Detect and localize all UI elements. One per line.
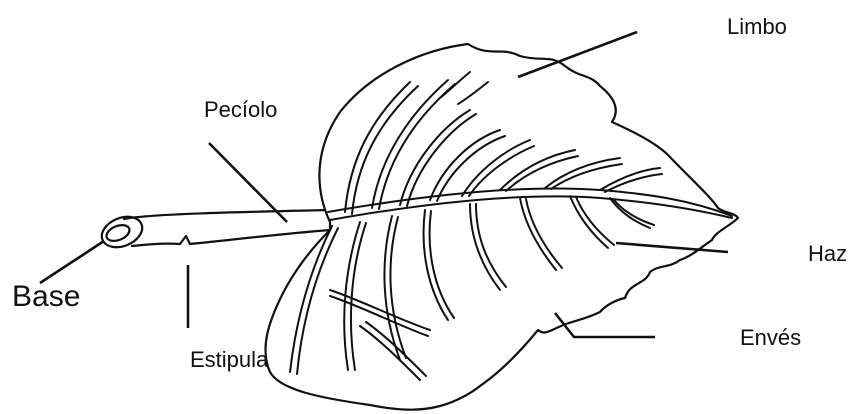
leader-peciolo: [209, 143, 287, 222]
label-haz: Haz: [808, 243, 847, 265]
leader-base: [40, 241, 104, 283]
leaf-blade: [266, 44, 738, 410]
petiole: [97, 210, 330, 253]
label-enves: Envés: [740, 327, 801, 349]
label-estipula: Estipula: [190, 349, 268, 371]
label-limbo: Limbo: [727, 16, 787, 38]
leader-limbo: [518, 32, 637, 77]
label-peciolo: Pecíolo: [204, 99, 277, 121]
label-base: Base: [12, 282, 80, 312]
